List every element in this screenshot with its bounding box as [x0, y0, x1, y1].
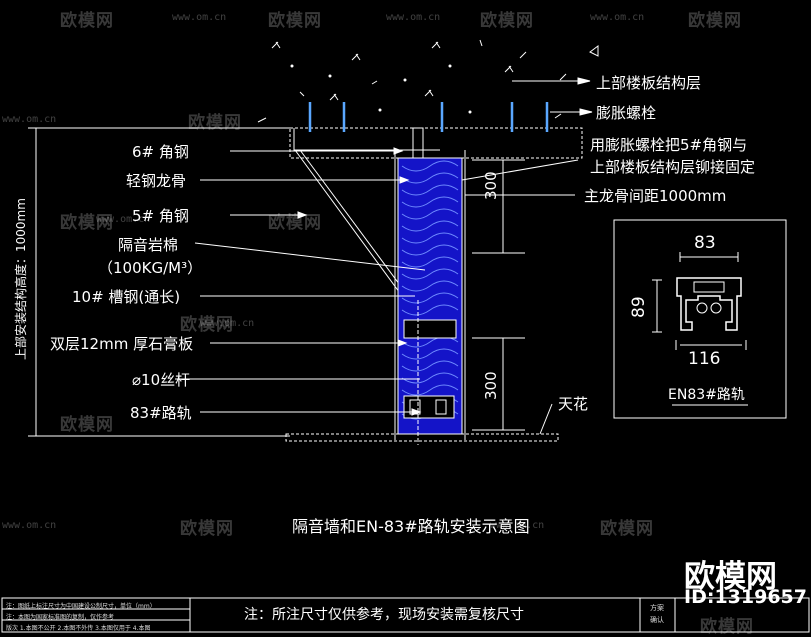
- watermark-url: www.om.cn: [200, 318, 255, 329]
- label-ceiling: 天花: [558, 395, 589, 413]
- label-main-keel-spacing: 主龙骨间距1000mm: [584, 187, 727, 205]
- dimension-lines: [28, 127, 525, 437]
- drawing-caption: 隔音墙和EN-83#路轨安装示意图: [292, 517, 530, 536]
- title-block-row-2: 注：本图为国家标准图的复制，仅作参考: [6, 614, 115, 621]
- label-vertical-dim: 上部安装结构高度：1000mm: [14, 198, 28, 360]
- label-fix-note-2: 上部楼板结构层铆接固定: [590, 158, 756, 176]
- angle-steel: [293, 127, 440, 301]
- label-light-keel: 轻钢龙骨: [126, 172, 187, 190]
- profile-detail: [613, 219, 787, 419]
- watermark-logo: 欧模网: [60, 11, 114, 31]
- ceiling-board: [285, 433, 559, 442]
- title-block-right-1: 方案: [650, 604, 664, 612]
- acoustic-wall: [394, 150, 466, 445]
- brand-logo-text: 欧模网: [684, 559, 777, 595]
- expansion-bolts: [308, 102, 549, 132]
- label-rod: ⌀10丝杆: [132, 371, 191, 389]
- watermark-logo: 欧模网: [268, 213, 322, 233]
- title-block-right-2: 确认: [650, 616, 664, 624]
- slab-hatch: [257, 39, 599, 123]
- watermark-logo: 欧模网: [180, 519, 234, 539]
- watermark-url: www.om.cn: [172, 12, 227, 23]
- upper-slab: [289, 127, 583, 159]
- title-block-row-3: 版次 1.本图不公开 2.本图不外传 3.本图仅用于 4.本图: [6, 625, 151, 632]
- watermark-logo: 欧模网: [60, 213, 114, 233]
- watermark-logo: 欧模网: [700, 617, 754, 637]
- watermark-logo: 欧模网: [268, 11, 322, 31]
- dim-lower-300: 300: [482, 371, 500, 400]
- watermark-url: www.om.cn: [2, 520, 57, 531]
- title-block-row-1: 注：图纸上标注尺寸为中国建设公制尺寸，单位（mm）: [6, 603, 156, 610]
- watermark-url: www.om.cn: [590, 12, 645, 23]
- watermark-logo: 欧模网: [688, 11, 742, 31]
- label-rockwool-density: （100KG/M³）: [98, 259, 203, 277]
- leader-lines: [175, 77, 593, 435]
- profile-caption: EN83#路轨: [668, 387, 745, 403]
- watermark-url: www.om.cn: [96, 214, 151, 225]
- label-upper-slab: 上部楼板结构层: [596, 74, 702, 92]
- label-gypsum: 双层12mm 厚石膏板: [50, 335, 194, 353]
- profile-height: 89: [629, 296, 649, 318]
- watermark-url: www.om.cn: [2, 114, 57, 125]
- brand-id: ID:1319657: [684, 586, 807, 608]
- label-expansion-bolt: 膨胀螺栓: [596, 104, 657, 122]
- watermark-logo: 欧模网: [180, 315, 234, 335]
- label-rockwool: 隔音岩棉: [118, 236, 179, 254]
- label-angle-5: 5# 角钢: [132, 207, 189, 225]
- footer-note: 注：所注尺寸仅供参考，现场安装需复核尺寸: [244, 607, 524, 623]
- watermark-logo: 欧模网: [60, 415, 114, 435]
- watermark-url: www.om.cn: [490, 520, 545, 531]
- watermark-url: www.om.cn: [386, 12, 441, 23]
- profile-width-bottom: 116: [688, 349, 721, 369]
- dim-upper-300: 300: [482, 171, 500, 200]
- label-fix-note-1: 用膨胀螺栓把5#角钢与: [590, 136, 748, 154]
- watermark-logo: 欧模网: [600, 519, 654, 539]
- label-track: 83#路轨: [130, 404, 192, 422]
- profile-width-top: 83: [694, 233, 716, 253]
- label-channel-10: 10# 槽钢(通长): [72, 288, 181, 306]
- title-block: [1, 597, 810, 633]
- label-angle-6: 6# 角钢: [132, 143, 189, 161]
- watermark-logo: 欧模网: [188, 113, 242, 133]
- rockwool-fill: [401, 160, 459, 420]
- watermark-logo: 欧模网: [480, 11, 534, 31]
